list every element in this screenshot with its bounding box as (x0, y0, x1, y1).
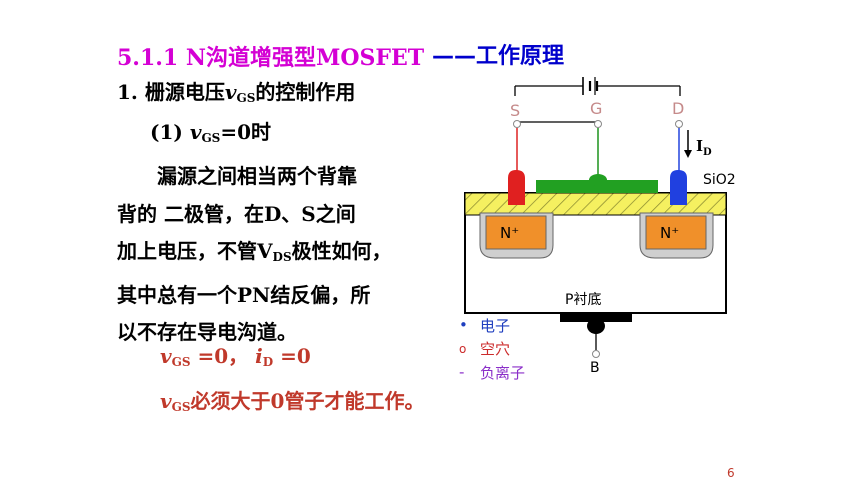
explanation-paragraph: 漏源之间相当两个背靠 背的 二极管，在D、S之间 加上电压，不管VDS极性如何，… (117, 158, 457, 352)
legend-hole-symbol: o (459, 342, 466, 356)
paragraph-line: 漏源之间相当两个背靠 (117, 164, 357, 188)
n-plus-label-drain: N⁺ (660, 224, 679, 242)
paragraph-line: 背的 二极管，在D、S之间 (117, 201, 356, 226)
gate-electrode (536, 180, 658, 193)
section-heading: 1. 栅源电压vGS的控制作用 (117, 80, 356, 105)
legend-ion-symbol: - (459, 363, 464, 381)
legend-ion-text: 负离子 (480, 364, 525, 382)
drain-terminal (675, 120, 683, 128)
paragraph-line: 以不存在导电沟道。 (117, 320, 297, 344)
page-number: 6 (727, 466, 735, 480)
paragraph-line: 加上电压，不管VDS极性如何， (117, 239, 392, 264)
legend-electron-text: 电子 (480, 317, 510, 335)
battery-circuit (514, 77, 681, 123)
drain-contact (670, 170, 687, 205)
gate-terminal-label: G (590, 99, 602, 118)
oxide-label: SiO2 (703, 172, 736, 188)
legend: • 电子 o 空穴 - 负离子 (459, 316, 525, 382)
legend-electron-symbol: • (459, 316, 468, 334)
n-plus-region-source (479, 212, 554, 259)
body-terminal-label: B (590, 360, 600, 376)
body-contact (560, 313, 632, 322)
n-plus-region-drain (639, 212, 714, 259)
source-contact (508, 170, 525, 205)
n-plus-label-source: N⁺ (500, 224, 519, 242)
conclusion-text: vGS必须大于0管子才能工作。 (160, 389, 425, 414)
result-equation: vGS =0， iD =0 (160, 344, 311, 369)
body-terminal (592, 350, 600, 358)
slide-subtitle: ——工作原理 (432, 44, 565, 69)
substrate-label: P衬底 (565, 292, 601, 308)
subsection-heading: (1) vGS=0时 (150, 120, 272, 145)
drain-current-label: ID (696, 137, 712, 158)
drain-current-arrow (684, 130, 692, 158)
slide-title: 5.1.1 N沟道增强型MOSFET (117, 45, 425, 71)
gate-terminal (594, 120, 602, 128)
drain-terminal-label: D (672, 99, 684, 118)
source-terminal-label: S (510, 101, 520, 120)
paragraph-line: 其中总有一个PN结反偏，所 (117, 282, 371, 307)
source-terminal (513, 120, 521, 128)
legend-hole-text: 空穴 (480, 340, 510, 358)
